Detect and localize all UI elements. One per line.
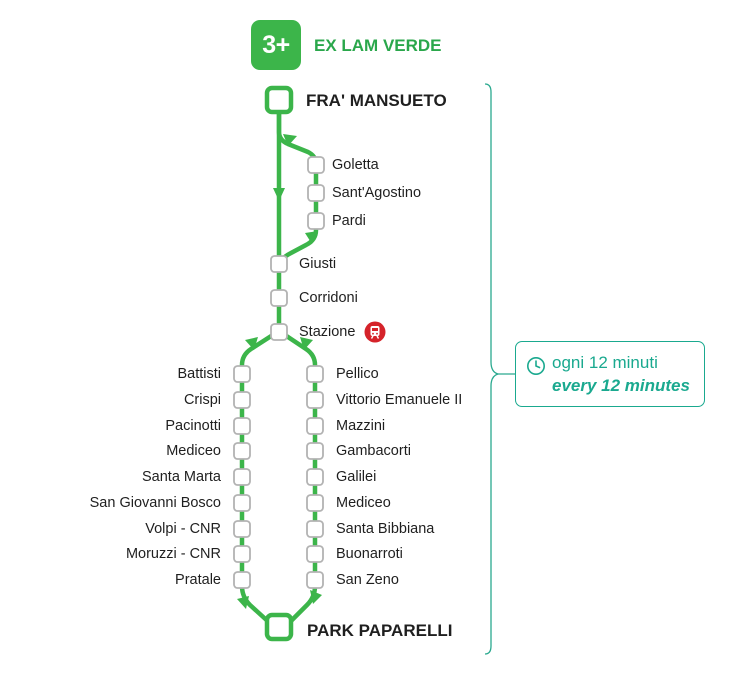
right-loop-stop-label: Mazzini — [336, 418, 386, 434]
right-loop-stop-marker — [306, 417, 324, 435]
branch-stop-marker — [307, 184, 325, 202]
frequency-bracket — [484, 83, 515, 655]
right-loop-stop-label: Pellico — [336, 366, 379, 382]
clock-icon — [527, 357, 545, 375]
frequency-italian: ogni 12 minuti — [552, 353, 658, 372]
right-loop-stop-label: Vittorio Emanuele II — [336, 392, 463, 408]
left-loop-stop-marker — [233, 391, 251, 409]
bracket-path — [484, 83, 501, 655]
clock-hands — [535, 360, 541, 369]
left-loop-stop-label: Volpi - CNR — [145, 521, 221, 537]
left-loop-stop-label: San Giovanni Bosco — [89, 495, 221, 511]
left-loop-stop-marker — [233, 442, 251, 460]
left-loop-stop-label: Moruzzi - CNR — [125, 546, 221, 562]
right-loop-stop-label: Galilei — [336, 469, 377, 485]
train-icon-light-left — [372, 332, 374, 335]
left-loop-stop-marker — [233, 494, 251, 512]
right-loop-stop-marker — [306, 442, 324, 460]
trunk-stop-marker — [270, 255, 288, 273]
terminus-start-label: FRA' MANSUETO — [306, 91, 447, 110]
branch-stop-marker — [307, 156, 325, 174]
right-loop-stop-label: Mediceo — [336, 495, 391, 511]
left-loop-stop-marker — [233, 365, 251, 383]
clock-face — [527, 357, 545, 375]
left-loop-stop-label: Pacinotti — [165, 418, 221, 434]
frequency-english: every 12 minutes — [552, 376, 690, 395]
terminus-end-label: PARK PAPARELLI — [307, 621, 453, 640]
right-loop-stop-label: Santa Bibbiana — [336, 521, 435, 537]
left-loop-stop-label: Crispi — [183, 392, 221, 408]
left-loop-stop-marker — [233, 545, 251, 563]
train-icon-light-right — [376, 332, 378, 335]
right-loop-stop-marker — [306, 365, 324, 383]
right-loop-stop-marker — [306, 520, 324, 538]
terminus-end-marker — [264, 612, 294, 642]
branch-stop-label: Pardi — [332, 213, 366, 229]
left-loop-stop-marker — [233, 468, 251, 486]
right-loop-stop-label: San Zeno — [336, 572, 399, 588]
right-loop-stop-label: Buonarroti — [336, 546, 403, 562]
right-loop-stop-marker — [306, 391, 324, 409]
right-loop-stop-marker — [306, 468, 324, 486]
trunk-stop-label: Corridoni — [299, 290, 358, 306]
frequency-box: ogni 12 minuti every 12 minutes — [515, 341, 705, 407]
branch-stop-label: Sant'Agostino — [332, 185, 422, 201]
branch-stop-marker — [307, 212, 325, 230]
left-loop-stop-marker — [233, 520, 251, 538]
arrow-right-bottom — [310, 590, 322, 604]
trunk-stop-marker — [270, 289, 288, 307]
trunk-stop-label: Giusti — [299, 256, 337, 272]
line-number-badge: 3+ — [251, 20, 301, 70]
left-loop-stop-label: Battisti — [177, 366, 221, 382]
arrow-trunk-down — [273, 188, 285, 201]
line-name: EX LAM VERDE — [314, 36, 442, 55]
arrow-left-loop — [245, 337, 258, 350]
left-loop-stop-marker — [233, 571, 251, 589]
arrow-branch-join — [305, 231, 318, 244]
train-icon-window — [372, 328, 378, 331]
right-loop-stop-marker — [306, 494, 324, 512]
left-loop-stop-marker — [233, 417, 251, 435]
right-loop-stop-label: Gambacorti — [336, 443, 411, 459]
arrow-right-loop — [300, 337, 313, 350]
left-loop-stop-label: Santa Marta — [142, 469, 221, 485]
train-icon — [364, 321, 386, 343]
direction-arrows — [237, 134, 322, 609]
right-loop-stop-marker — [306, 545, 324, 563]
branch-stop-label: Goletta — [332, 157, 379, 173]
left-loop-stop-label: Pratale — [175, 572, 221, 588]
left-loop-stop-label: Mediceo — [166, 443, 221, 459]
terminus-start-marker — [264, 85, 294, 115]
stop-markers — [233, 85, 325, 642]
trunk-stop-marker — [270, 323, 288, 341]
arrow-branch-up — [283, 134, 297, 146]
trunk-stop-label: Stazione — [299, 324, 356, 340]
arrow-left-bottom — [237, 596, 249, 609]
train-icon-rails — [370, 335, 380, 339]
right-loop-stop-marker — [306, 571, 324, 589]
